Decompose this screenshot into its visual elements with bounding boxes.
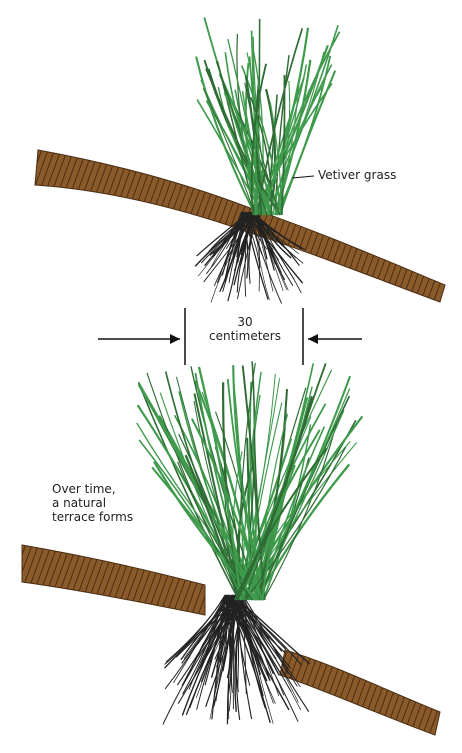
- width-label: 30 centimeters: [190, 315, 300, 343]
- vetiver-grass-label: Vetiver grass: [318, 168, 396, 182]
- terrace-line-2: a natural: [52, 496, 172, 510]
- soil-band-bottom-right: [280, 650, 440, 735]
- vetiver-leader-line: [292, 176, 314, 178]
- vetiver-clump-bottom: [137, 361, 363, 600]
- terrace-line-3: terrace forms: [52, 510, 172, 524]
- terrace-line-1: Over time,: [52, 482, 172, 496]
- width-value: 30: [190, 315, 300, 329]
- vetiver-clump-top: [196, 17, 339, 215]
- width-unit: centimeters: [190, 329, 300, 343]
- soil-band-bottom: [22, 545, 205, 615]
- terrace-label: Over time, a natural terrace forms: [52, 482, 172, 524]
- width-left-arrowhead: [170, 334, 180, 344]
- width-right-arrowhead: [308, 334, 318, 344]
